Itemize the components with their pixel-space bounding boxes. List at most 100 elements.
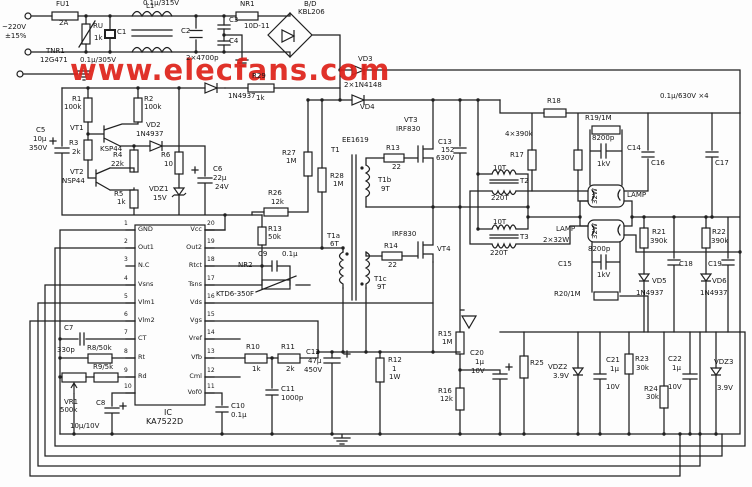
diode-vd2 — [149, 140, 164, 152]
r4-ref: R4 — [113, 151, 123, 159]
ic-pin-num-20: 20 — [207, 220, 215, 227]
ic-pin-vof0: Vof0 — [187, 388, 202, 396]
lamp1-tube — [587, 184, 625, 208]
nr2-ref: NR2 — [238, 261, 253, 269]
earth-terminal — [16, 70, 24, 78]
thermistor-nr2-symbol — [261, 279, 291, 290]
c1-ref: C1 — [117, 28, 127, 36]
res-r4-symbol — [129, 149, 139, 173]
ic-pin-vlm1: Vlm1 — [138, 298, 155, 306]
r29-val: 1k — [256, 94, 265, 102]
ic-pin-rd: Rd — [138, 372, 147, 380]
vd5-ref: VD5 — [652, 277, 667, 285]
c13-val2: 630V — [436, 154, 455, 162]
c16-ref: C16 — [651, 159, 665, 167]
ic-pin-rt: Rt — [138, 353, 146, 361]
tnr1-val: 12G471 — [40, 56, 68, 64]
ac-terminal-l — [24, 12, 32, 20]
hot-ground — [460, 315, 478, 330]
lamp1-label: LAMP — [627, 191, 647, 199]
ic-pin-num-2: 2 — [124, 238, 128, 245]
r28-ref: R28 — [330, 172, 344, 180]
tnr1-ref: TNR1 — [46, 47, 65, 55]
res-r9-symbol — [93, 372, 119, 383]
ic-pin-num-18: 18 — [207, 256, 215, 263]
vd2-ref: VD2 — [146, 121, 161, 129]
vt3-val: IRF830 — [396, 125, 421, 133]
r23-val: 30k — [636, 364, 649, 372]
t1-dot2 — [345, 252, 349, 256]
r13-val: 22 — [392, 163, 401, 171]
cap-c1-symbol — [104, 29, 116, 39]
r16-val: 12k — [440, 395, 453, 403]
c14-val1: 8200p — [592, 134, 615, 142]
mosfet-symbols — [401, 99, 434, 263]
c11-val: 1000p — [281, 394, 304, 402]
t2-pri: 10T — [493, 164, 507, 172]
r11-ref: R11 — [281, 343, 295, 351]
t1a-val: 6T — [330, 240, 339, 248]
ic-pin-n.c: N.C — [138, 261, 150, 269]
c14-ref: C14 — [627, 144, 641, 152]
choke-l1-symbol — [131, 10, 173, 54]
res-r13-symbol — [383, 153, 405, 163]
vd34-val: 2×1N4148 — [344, 81, 382, 89]
r1-ref: R1 — [72, 95, 82, 103]
c20-val2: 10V — [471, 367, 485, 375]
c5-val2: 350V — [29, 144, 48, 152]
ic-pin-num-10: 10 — [124, 383, 132, 390]
r28-val: 1M — [333, 180, 344, 188]
r10-ref: R10 — [246, 343, 260, 351]
r5-ref: R5 — [114, 190, 124, 198]
vd3-ref: VD3 — [358, 55, 373, 63]
lamp2-label: LAMP — [556, 225, 576, 233]
ic-label: IC — [164, 408, 172, 417]
r8-ref: R8/50k — [87, 344, 112, 352]
r50k-val: 50k — [268, 233, 281, 241]
c13-ref: C13 — [438, 138, 452, 146]
nr1-val: 10D-11 — [244, 22, 270, 30]
t2-t3 — [469, 99, 589, 249]
res-r12-symbol — [375, 357, 385, 383]
vd4-ref: VD4 — [360, 103, 375, 111]
ac-terminal-n — [24, 48, 32, 56]
c9-ref: C9 — [258, 250, 268, 258]
diodes-vd5-vd6 — [637, 273, 713, 283]
ic-pin-num-19: 19 — [207, 238, 215, 245]
res-r14-symbol — [381, 251, 403, 261]
fu1-val: 2A — [59, 19, 69, 27]
r50k-ref: R13 — [268, 225, 282, 233]
lamp-wiring — [527, 112, 741, 333]
vd5-val: 1N4937 — [636, 289, 664, 297]
vdz1-val: 15V — [153, 194, 167, 202]
r3-ref: R3 — [69, 139, 79, 147]
c7-ref: C7 — [64, 324, 74, 332]
vt1-val: KSP44 — [100, 145, 123, 153]
vr1-ref: VR1 — [64, 398, 79, 406]
vdz2-val: 3.9V — [553, 372, 569, 380]
t1b-val: 9T — [381, 185, 390, 193]
ic-pin-out2: Out2 — [186, 243, 202, 251]
chassis-ground — [235, 59, 249, 67]
ic-body — [134, 224, 206, 406]
r26-ref: R26 — [268, 189, 282, 197]
c20-ref: C20 — [470, 349, 484, 357]
r12-val2: 1W — [389, 373, 401, 381]
res-r11-symbol — [277, 353, 301, 364]
ic-pin-vds: Vds — [190, 298, 202, 306]
t1c-ref: T1c — [374, 275, 387, 283]
bus-caps: 0.1μ/630V ×4 — [660, 92, 709, 100]
r4-val: 22k — [111, 160, 124, 168]
zeners-vdz2-vdz3 — [571, 367, 723, 377]
r14-val: 22 — [388, 261, 397, 269]
vd6-val: 1N4937 — [700, 289, 728, 297]
c12-val1: 47μ — [308, 357, 322, 365]
r15-ref: R15 — [438, 330, 452, 338]
c22-val2: 10V — [668, 383, 682, 391]
junction-dots — [58, 14, 742, 436]
vt1-ref: VT1 — [70, 124, 84, 132]
group390: 4×390k — [505, 130, 533, 138]
res-r26-symbol — [263, 207, 289, 217]
t2-ref: T2 — [520, 177, 529, 185]
